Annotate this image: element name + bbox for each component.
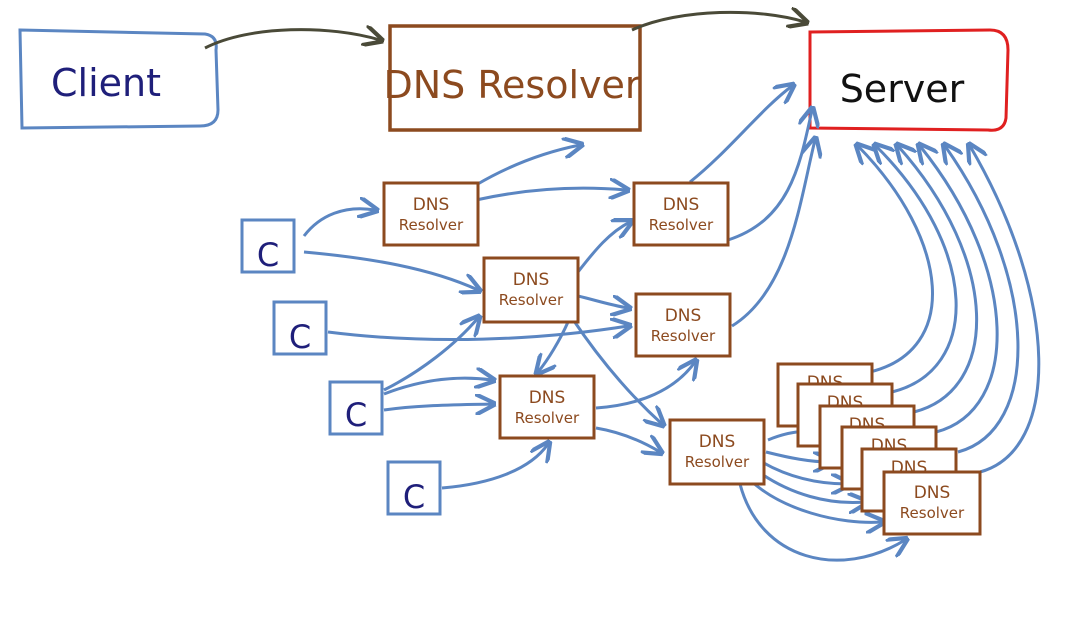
arrow bbox=[383, 404, 492, 410]
svg-text:Resolver: Resolver bbox=[651, 327, 716, 345]
client-box: Client bbox=[18, 28, 220, 130]
svg-text:Resolver: Resolver bbox=[499, 291, 564, 309]
arrow bbox=[302, 209, 375, 237]
client-to-resolver-arrow bbox=[204, 30, 380, 50]
svg-text:C: C bbox=[257, 236, 279, 274]
arrow bbox=[475, 145, 580, 187]
arrow bbox=[303, 250, 478, 290]
arrow bbox=[475, 188, 626, 202]
arrow bbox=[755, 468, 865, 503]
arrow bbox=[746, 476, 882, 522]
resolver-node: DNS Resolver bbox=[634, 292, 732, 358]
arrow bbox=[595, 426, 660, 452]
client-label: Client bbox=[51, 61, 161, 105]
arrow bbox=[577, 294, 628, 308]
arrow bbox=[858, 146, 934, 374]
client-node: C bbox=[386, 460, 442, 516]
arrow bbox=[945, 146, 1020, 454]
arrow bbox=[761, 460, 848, 484]
svg-text:DNS: DNS bbox=[699, 432, 736, 452]
svg-text:Resolver: Resolver bbox=[515, 409, 580, 427]
svg-text:DNS: DNS bbox=[914, 483, 951, 503]
resolver-node: DNS Resolver bbox=[632, 181, 730, 247]
arrow bbox=[898, 146, 978, 414]
arrow bbox=[689, 86, 792, 184]
svg-text:Resolver: Resolver bbox=[685, 453, 750, 471]
svg-text:C: C bbox=[403, 478, 425, 516]
svg-text:DNS: DNS bbox=[665, 306, 702, 326]
resolver-to-server-arrow bbox=[631, 12, 805, 32]
resolver-box-main: DNS Resolver bbox=[383, 24, 642, 132]
svg-text:DNS: DNS bbox=[663, 195, 700, 215]
arrow bbox=[727, 110, 812, 242]
svg-text:Resolver: Resolver bbox=[649, 216, 714, 234]
client-node: C bbox=[328, 380, 384, 436]
server-label: Server bbox=[840, 67, 965, 111]
arrow bbox=[595, 362, 695, 410]
arrow bbox=[383, 318, 478, 392]
stacked-resolver: DNS Resolver bbox=[882, 470, 982, 536]
resolver-node: DNS Resolver bbox=[498, 374, 596, 440]
arrow bbox=[731, 140, 815, 328]
arrow bbox=[441, 444, 548, 490]
svg-text:C: C bbox=[345, 396, 367, 434]
arrow bbox=[738, 483, 905, 562]
arrow bbox=[538, 321, 570, 372]
arrow bbox=[920, 146, 999, 434]
server-box: Server bbox=[808, 28, 1010, 132]
arrow bbox=[970, 146, 1041, 474]
svg-text:Resolver: Resolver bbox=[399, 216, 464, 234]
arrow bbox=[327, 326, 628, 342]
svg-text:Resolver: Resolver bbox=[900, 504, 965, 522]
svg-text:DNS: DNS bbox=[529, 388, 566, 408]
resolver-node: DNS Resolver bbox=[668, 418, 766, 486]
svg-text:DNS: DNS bbox=[413, 195, 450, 215]
arrow bbox=[876, 146, 958, 394]
client-node: C bbox=[240, 218, 296, 274]
svg-text:DNS: DNS bbox=[513, 270, 550, 290]
client-node: C bbox=[272, 300, 328, 356]
resolver-node: DNS Resolver bbox=[382, 181, 480, 247]
arrows bbox=[302, 86, 1041, 562]
resolver-main-label: DNS Resolver bbox=[383, 63, 640, 107]
arrow bbox=[383, 378, 492, 396]
arrow bbox=[576, 222, 630, 273]
arrow bbox=[570, 317, 662, 424]
svg-text:C: C bbox=[289, 318, 311, 356]
resolver-node: DNS Resolver bbox=[482, 256, 580, 324]
